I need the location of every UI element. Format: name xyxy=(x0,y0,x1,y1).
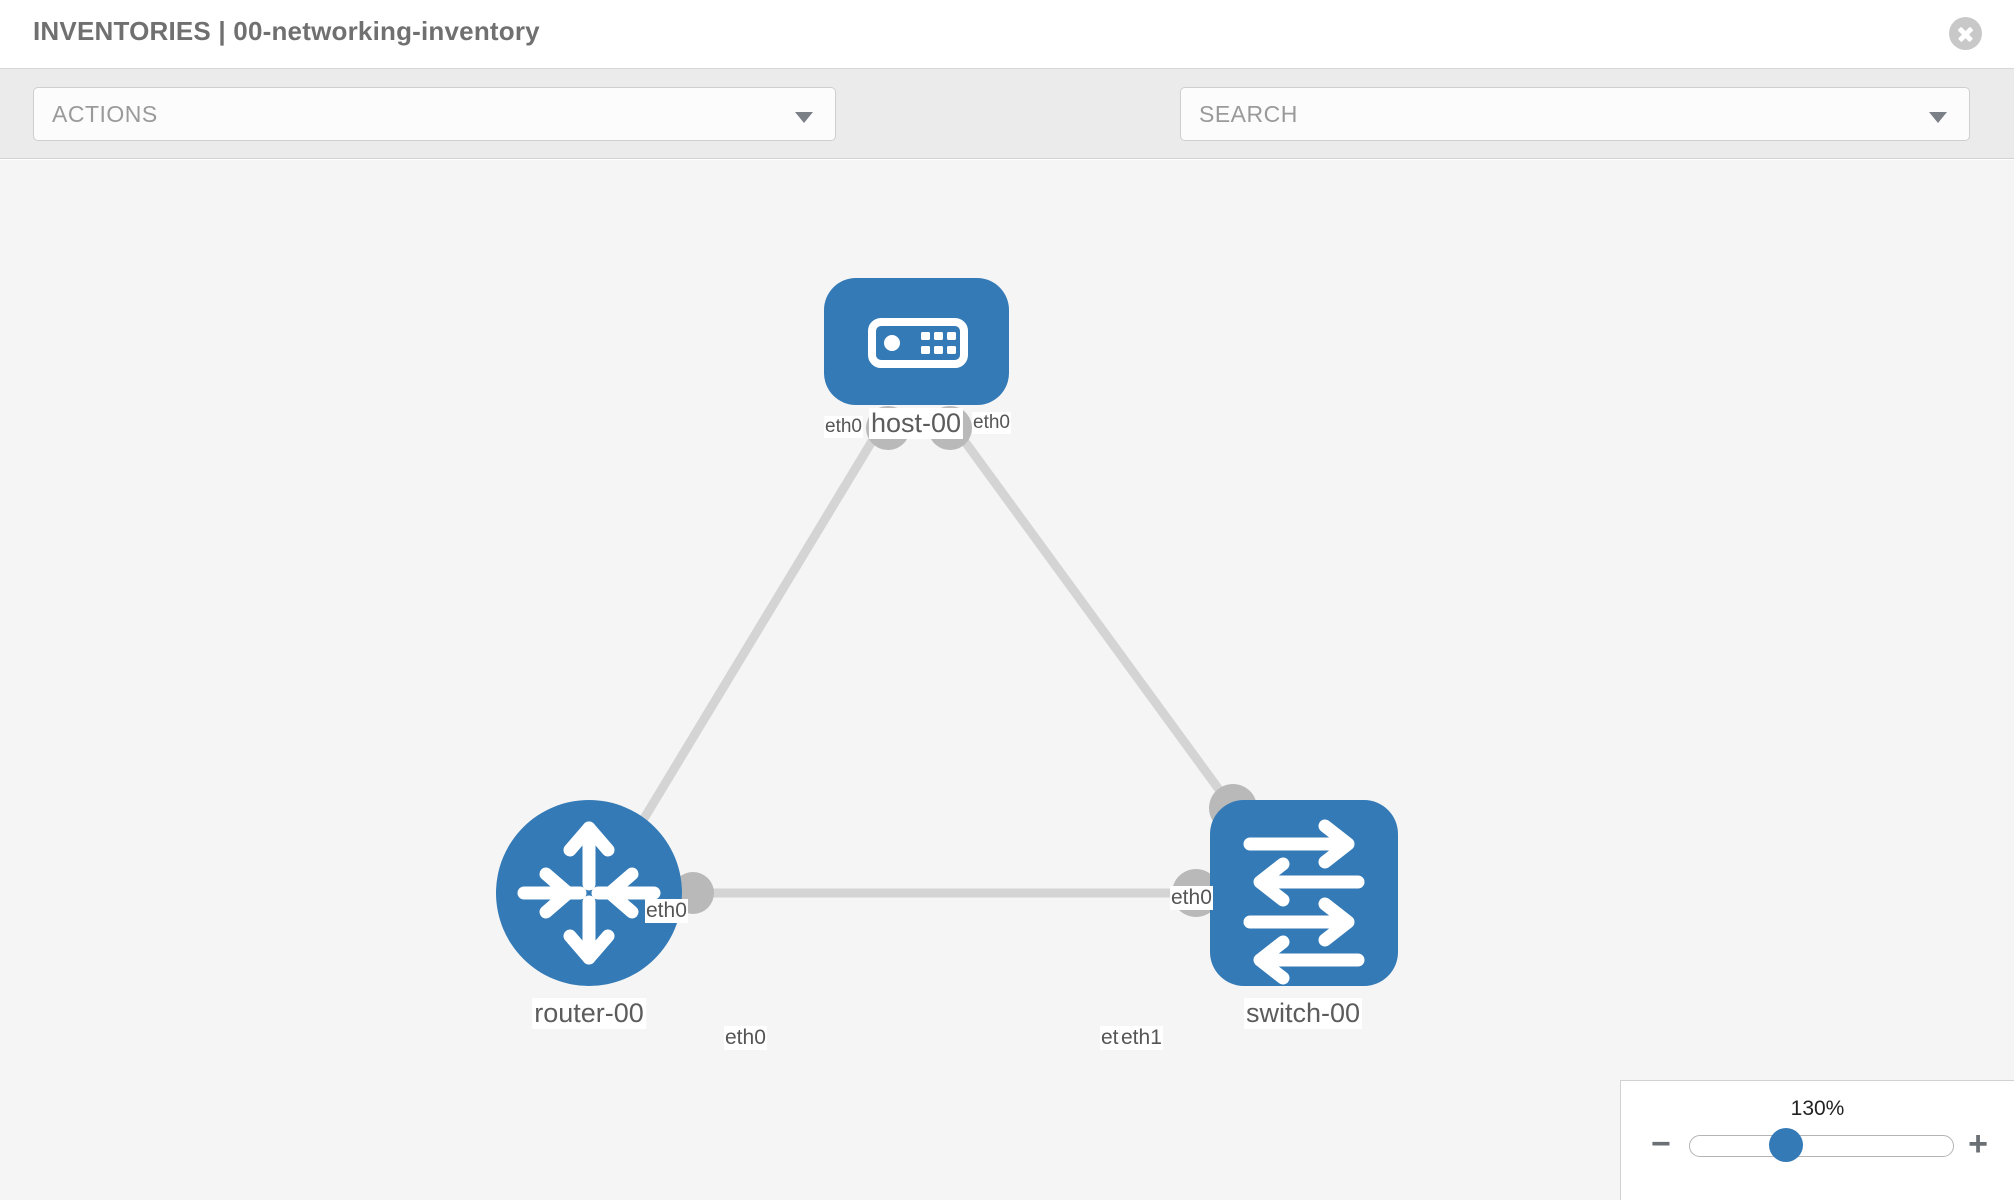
node-router-00[interactable] xyxy=(496,800,682,986)
page-header: INVENTORIES | 00-networking-inventory xyxy=(0,0,2014,69)
search-input[interactable]: SEARCH xyxy=(1180,87,1970,141)
chevron-down-icon xyxy=(1929,112,1947,123)
node-switch-00[interactable] xyxy=(1210,800,1398,986)
topology-links xyxy=(621,425,1254,898)
zoom-slider-track[interactable] xyxy=(1689,1135,1954,1157)
zoom-control: 130% − + xyxy=(1620,1080,2014,1200)
port-label-host-left: eth0 xyxy=(824,416,863,438)
zoom-slider-thumb[interactable] xyxy=(1769,1128,1803,1162)
actions-dropdown-label: ACTIONS xyxy=(52,101,158,127)
node-host-00[interactable] xyxy=(824,278,1009,405)
node-label-host: host-00 xyxy=(868,408,964,439)
port-label-router-up: eth0 xyxy=(645,899,688,923)
close-icon[interactable] xyxy=(1949,17,1982,50)
zoom-out-button[interactable]: − xyxy=(1651,1125,1671,1163)
router-arrows-icon xyxy=(517,821,661,965)
link-host-switch xyxy=(951,425,1254,835)
toolbar: ACTIONS SEARCH xyxy=(0,69,2014,200)
search-placeholder: SEARCH xyxy=(1199,101,1298,127)
topology-canvas[interactable]: host-00 router-00 switch-00 eth0 eth0 et… xyxy=(0,160,2014,1200)
chevron-down-icon xyxy=(795,112,813,123)
actions-dropdown[interactable]: ACTIONS xyxy=(33,87,836,141)
node-label-switch: switch-00 xyxy=(1243,998,1363,1029)
port-label-host-right: eth0 xyxy=(972,412,1011,434)
port-label-switch-left-b: eth1 xyxy=(1120,1026,1163,1050)
link-host-router xyxy=(621,425,884,853)
port-label-switch-up: eth0 xyxy=(1170,886,1213,910)
switch-arrows-icon xyxy=(1243,819,1365,985)
node-label-router: router-00 xyxy=(532,998,646,1029)
page-title: INVENTORIES | 00-networking-inventory xyxy=(33,16,540,46)
zoom-percent-label: 130% xyxy=(1790,1097,1845,1120)
port-label-router-right: eth0 xyxy=(724,1026,767,1050)
zoom-in-button[interactable]: + xyxy=(1968,1125,1988,1163)
server-icon xyxy=(868,318,968,368)
topology-graph xyxy=(496,278,1398,986)
topology-ports xyxy=(672,406,1257,917)
